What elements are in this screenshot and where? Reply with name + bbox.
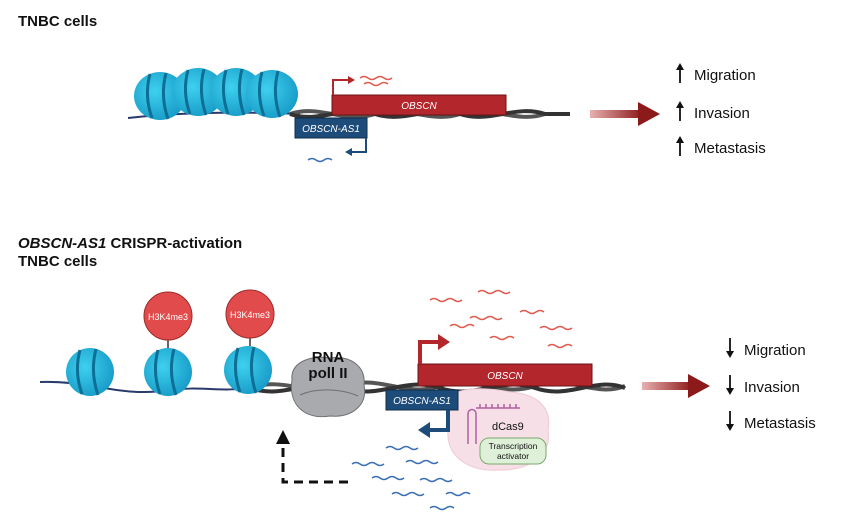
nucleosome-icon [66,348,114,396]
rna-polymerase-ii: RNA poll II [290,349,366,418]
top-panel-title: TNBC cells [18,13,97,30]
svg-text:Migration: Migration [744,342,806,359]
svg-text:Migration: Migration [694,67,756,84]
svg-text:activator: activator [497,451,529,461]
transcription-activator: Transcription activator [479,437,547,465]
nucleosome-icon [246,70,298,118]
down-arrow-icon [726,375,734,395]
top-obscn-label: OBSCN [401,101,437,112]
svg-text:H3K4me3: H3K4me3 [148,312,188,322]
top-antisense-tss-arrow [345,138,367,156]
polymerase-label-line2: poll II [308,365,347,382]
svg-text:Metastasis: Metastasis [694,140,766,157]
down-arrow-icon [726,338,734,358]
top-outcome-invasion: Invasion [676,101,750,122]
svg-text:H3K4me3: H3K4me3 [230,310,270,320]
bottom-obscn-label: OBSCN [487,371,523,382]
dcas9-label: dCas9 [492,421,524,433]
svg-text:Metastasis: Metastasis [744,415,816,432]
histone-mark-2: H3K4me3 [225,289,275,346]
svg-text:Invasion: Invasion [694,105,750,122]
bottom-antisense-tss-arrow [418,410,450,438]
bottom-title-rest: CRISPR-activation [106,235,242,252]
top-obscn-as1-gene: OBSCN-AS1 [294,117,368,139]
top-outcome-metastasis: Metastasis [676,136,766,157]
bottom-obscn-as1-gene: OBSCN-AS1 [385,389,459,411]
bottom-outcome-migration: Migration [726,338,806,359]
bottom-sense-tss-arrow [418,334,450,364]
nucleosome-icon [172,68,224,116]
bottom-title-gene: OBSCN-AS1 [18,235,106,252]
up-arrow-icon [676,63,684,83]
top-obscn-gene: OBSCN [331,94,507,116]
svg-text:Transcription: Transcription [489,441,538,451]
top-nucleosome-cluster [134,68,298,120]
polymerase-label-line1: RNA [312,349,345,366]
bottom-obscn-as1-label: OBSCN-AS1 [393,396,451,407]
dcas9-complex: dCas9 Transcription activator [447,388,550,471]
feedback-dashed-arrow [276,430,348,484]
bottom-antisense-transcripts [351,445,471,511]
top-obscn-as1-label: OBSCN-AS1 [302,124,360,135]
guide-rna-icon [467,404,520,444]
nucleosome-icon [144,348,192,396]
bottom-sense-transcripts [429,289,573,349]
top-sense-transcripts [359,75,393,87]
top-outcome-migration: Migration [676,63,756,84]
bottom-outcome-invasion: Invasion [726,375,800,396]
svg-text:Invasion: Invasion [744,379,800,396]
bottom-outcome-metastasis: Metastasis [726,411,816,432]
bottom-effect-arrow [642,374,710,398]
bottom-panel-title: OBSCN-AS1 CRISPR-activation [18,235,242,252]
nucleosome-icon [134,72,186,120]
top-antisense-transcript [307,157,333,163]
up-arrow-icon [676,136,684,156]
up-arrow-icon [676,101,684,121]
down-arrow-icon [726,411,734,431]
top-sense-tss-arrow [332,76,355,95]
top-effect-arrow [590,102,660,126]
histone-mark-1: H3K4me3 [143,291,193,348]
nucleosome-icon [224,346,272,394]
bottom-obscn-gene: OBSCN [417,363,593,387]
bottom-panel-subtitle: TNBC cells [18,253,97,270]
